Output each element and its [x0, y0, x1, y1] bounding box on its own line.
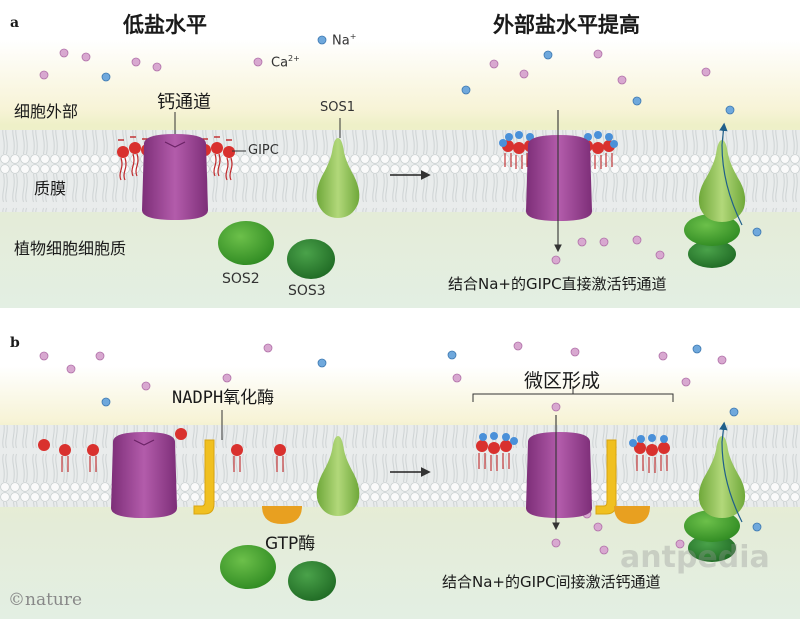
caption-direct-activation: 结合Na+的GIPC直接激活钙通道: [448, 275, 667, 293]
gtpase-b-right: [614, 506, 650, 524]
ions-a-right: [461, 49, 762, 265]
sos1-b-left: [316, 436, 360, 516]
sos3-a: [287, 239, 335, 279]
sos2-b: [220, 545, 276, 589]
label-sos1: SOS1: [320, 100, 356, 115]
watermark: antpedia: [620, 540, 770, 575]
nadph-oxidase-b-left: [193, 439, 215, 515]
label-gipc: GIPC: [248, 143, 279, 158]
calcium-channel-a-left: [142, 134, 208, 220]
panel-divider: [0, 308, 800, 326]
calcium-channel-b-right: [526, 432, 592, 518]
legend-ca-sup: 2+: [288, 54, 300, 63]
negative-charge-marks: [118, 136, 232, 141]
gipc-lipid: [117, 146, 129, 181]
gipc-lipid: [129, 142, 141, 177]
legend-na-text: Na: [332, 33, 350, 49]
panel-a-letter: a: [10, 15, 20, 31]
label-calcium-channel: 钙通道: [157, 92, 211, 113]
nature-credit: ©nature: [8, 590, 83, 610]
legend-na-sup: +: [349, 32, 357, 41]
heading-high-salt: 外部盐水平提高: [493, 13, 640, 37]
gipc-lipid: [223, 146, 235, 181]
membrane-a: [0, 130, 800, 212]
sos-complex-b-right: [684, 421, 746, 562]
label-gtpase: GTP酶: [265, 534, 316, 554]
label-sos3: SOS3: [288, 283, 326, 299]
label-cytoplasm: 植物细胞细胞质: [14, 239, 127, 258]
heading-low-salt: 低盐水平: [123, 13, 207, 37]
microdomain-bracket: [472, 393, 674, 402]
gtpase-b-left: [262, 506, 302, 524]
label-outside-cell: 细胞外部: [14, 102, 79, 121]
legend-ca: Ca2+: [271, 54, 300, 70]
sos-complex-a-right: [684, 105, 746, 268]
calcium-channel-b-left: [111, 432, 177, 518]
calcium-channel-a-right: [526, 135, 592, 221]
ions-a-left: [39, 35, 327, 82]
sos1-a-left: [316, 138, 360, 218]
label-membrane: 质膜: [34, 179, 67, 198]
gipc-lipid: [211, 142, 223, 177]
gipc-cluster-a-left: [117, 136, 235, 181]
label-nadph-oxidase: NADPH氧化酶: [172, 388, 275, 408]
sos3-b: [288, 561, 336, 601]
label-sos2: SOS2: [222, 271, 260, 287]
legend-na: Na+: [332, 32, 356, 48]
caption-indirect-activation: 结合Na+的GIPC间接激活钙通道: [442, 573, 661, 591]
gipc-na-cluster-b-right: [476, 432, 670, 473]
label-microdomain: 微区形成: [524, 370, 601, 392]
panel-b-letter: b: [10, 335, 20, 351]
gipc-lipids-b-left: [38, 428, 286, 472]
ions-b-left: [39, 343, 327, 407]
legend-ca-text: Ca: [271, 55, 289, 71]
sos2-a: [218, 221, 274, 265]
